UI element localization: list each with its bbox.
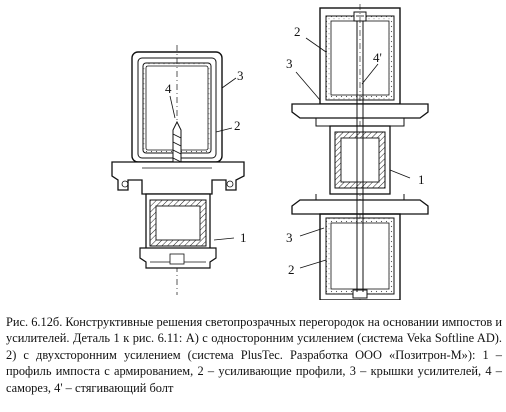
label-4prime-right: 4' [373, 50, 382, 65]
label-2-right-bottom: 2 [288, 262, 295, 277]
label-1-left: 1 [240, 230, 247, 245]
label-3-right-top: 3 [286, 56, 293, 71]
caption-text: Конструктивные решения светопрозрачных п… [6, 315, 502, 395]
label-1-right: 1 [418, 172, 425, 187]
right-assembly [291, 4, 429, 300]
label-2-right-top: 2 [294, 24, 301, 39]
caption-prefix: Рис. 6.12б. [6, 315, 63, 329]
label-2-left: 2 [234, 118, 241, 133]
left-assembly [111, 45, 245, 295]
label-3-left: 3 [237, 68, 244, 83]
label-3-right-bottom: 3 [286, 230, 293, 245]
reinforcing-cap-bottom [319, 213, 401, 300]
left-leaders [169, 77, 237, 241]
technical-drawing: 4 3 2 1 [111, 4, 429, 300]
figure-caption: Рис. 6.12б. Конструктивные решения свето… [6, 314, 502, 396]
impost-profile-left [111, 161, 245, 195]
right-leaders [295, 37, 411, 269]
label-4-left: 4 [165, 81, 172, 96]
